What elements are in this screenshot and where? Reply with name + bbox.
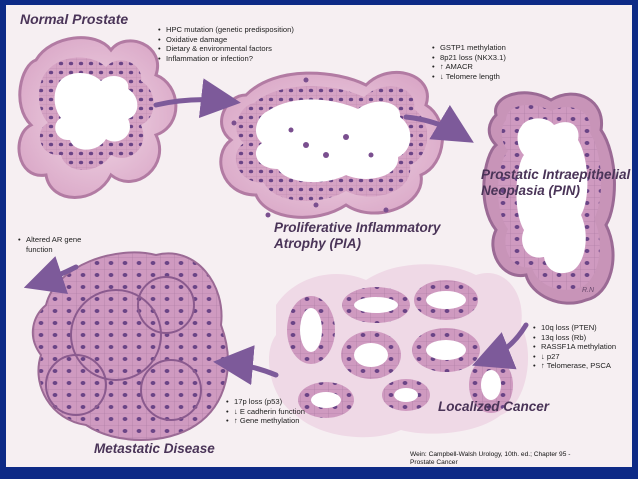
arrow-normal-to-pia bbox=[156, 100, 226, 105]
list-cancer-to-metastatic: •17p loss (p53) •↓ E cadherin function •… bbox=[226, 397, 305, 426]
stage-label-pin-line2: Neoplasia (PIN) bbox=[481, 183, 580, 198]
list-item: •8p21 loss (NKX3.1) bbox=[432, 53, 506, 63]
metastatic-disease-drawing bbox=[33, 252, 228, 440]
source-credit: Wein: Campbell-Walsh Urology, 10th. ed.;… bbox=[410, 451, 630, 467]
list-item: •10q loss (PTEN) bbox=[533, 323, 616, 333]
stage-label-pin-line1: Prostatic Intraepithelial bbox=[481, 167, 630, 182]
list-pia-to-pin: •GSTP1 methylation •8p21 loss (NKX3.1) •… bbox=[432, 43, 506, 81]
list-item: •↓ E cadherin function bbox=[226, 407, 305, 417]
list-item: •GSTP1 methylation bbox=[432, 43, 506, 53]
list-item: function bbox=[18, 245, 81, 255]
list-pin-to-cancer: •10q loss (PTEN) •13q loss (Rb) •RASSF1A… bbox=[533, 323, 616, 371]
list-item: •↓ Telomere length bbox=[432, 72, 506, 82]
illustration-panel: Normal Prostate Proliferative Inflammato… bbox=[6, 5, 632, 467]
list-metastatic-progression: •Altered AR gene function bbox=[18, 235, 81, 254]
list-item: •RASSF1A methylation bbox=[533, 342, 616, 352]
list-item: •17p loss (p53) bbox=[226, 397, 305, 407]
list-item: •↑ AMACR bbox=[432, 62, 506, 72]
credit-line-2: Prostate Cancer bbox=[410, 459, 630, 467]
list-item: •↑ Gene methylation bbox=[226, 416, 305, 426]
arrow-cancer-to-metastatic bbox=[228, 363, 276, 375]
list-item: •Altered AR gene bbox=[18, 235, 81, 245]
stage-label-normal: Normal Prostate bbox=[20, 11, 128, 27]
list-normal-to-pia: •HPC mutation (genetic predisposition) •… bbox=[158, 25, 294, 63]
stage-label-pia-line1: Proliferative Inflammatory bbox=[274, 220, 441, 235]
list-item: •Dietary & environmental factors bbox=[158, 44, 294, 54]
list-item: •Oxidative damage bbox=[158, 35, 294, 45]
list-item: •↓ p27 bbox=[533, 352, 616, 362]
list-item: •13q loss (Rb) bbox=[533, 333, 616, 343]
pia-gland-drawing bbox=[221, 72, 443, 217]
stage-label-pia-line2: Atrophy (PIA) bbox=[274, 236, 361, 251]
illustrator-signature: R.N bbox=[582, 287, 594, 294]
list-item: •↑ Telomerase, PSCA bbox=[533, 361, 616, 371]
normal-gland-drawing bbox=[19, 38, 176, 198]
credit-line-1: Wein: Campbell-Walsh Urology, 10th. ed.;… bbox=[410, 451, 630, 459]
stage-label-localized: Localized Cancer bbox=[438, 399, 549, 414]
stage-label-metastatic: Metastatic Disease bbox=[94, 441, 215, 456]
list-item: •HPC mutation (genetic predisposition) bbox=[158, 25, 294, 35]
list-item: •Inflammation or infection? bbox=[158, 54, 294, 64]
